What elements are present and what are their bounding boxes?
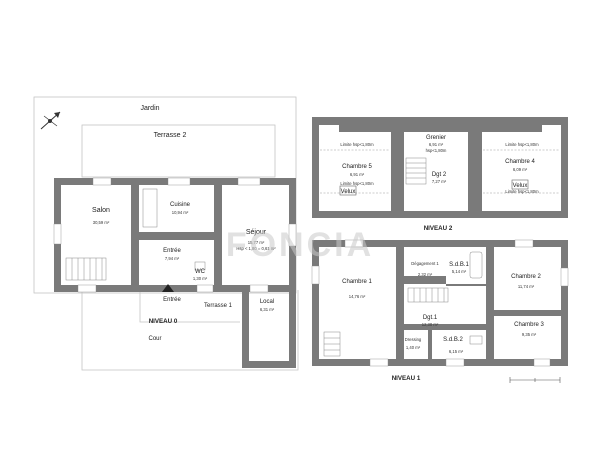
- sdb-2-area: 6,15 m²: [449, 349, 464, 354]
- grenier-name: Grenier: [426, 135, 446, 141]
- cour-outline: [81, 290, 299, 371]
- dgt-2-stairs: [405, 157, 427, 185]
- sdb-1-bathtub-icon: [469, 251, 483, 279]
- dressing-name: Dressing: [405, 337, 422, 342]
- sdb-2-basin-icon: [469, 335, 483, 345]
- dgt-1-name: Dgt.1: [423, 315, 438, 321]
- niveau-2-dormers: [319, 125, 561, 133]
- sejour-area: 15,77 m²: [248, 240, 265, 245]
- entrance-arrow-icon: [162, 284, 174, 292]
- velux-window-left: [339, 185, 357, 196]
- wc-name: WC: [195, 269, 206, 275]
- local-walls: [242, 292, 296, 368]
- cuisine-name: Cuisine: [170, 202, 191, 208]
- chambre-1-name: Chambre 1: [342, 279, 372, 285]
- chambre-2-name: Chambre 2: [511, 274, 541, 280]
- terrasse-1-outline: [139, 290, 240, 323]
- chambre-5-area: 6,91 m²: [350, 172, 365, 177]
- niveau-2-plan: Limite hsp<1,80m Chambre 5 6,91 m² Limit…: [312, 117, 568, 232]
- niveau-0-title: NIVEAU 0: [149, 318, 178, 325]
- sejour-note: Hsp < 1,80 = 0,61 m²: [236, 246, 276, 251]
- niveau-1-windows: [311, 239, 569, 367]
- cour-label: Cour: [148, 336, 161, 342]
- chambre-1-area: 14,76 m²: [349, 294, 366, 299]
- watermark-logo: FONCIA: [226, 226, 374, 264]
- entree-room-area: 7,94 m²: [165, 256, 180, 261]
- scale-bar: [509, 377, 561, 383]
- cuisine-area: 10,94 m²: [172, 210, 189, 215]
- salon-name: Salon: [92, 207, 110, 214]
- grenier-note: hsp<1,80m: [426, 148, 447, 153]
- velux-window-right: [511, 179, 529, 190]
- sdb-1-area: 5,14 m²: [452, 269, 467, 274]
- niveau-0-plan: Jardin Terrasse 2 Salon 30,59 m² Cuisine…: [33, 96, 299, 371]
- sejour-name: Séjour: [246, 229, 267, 236]
- grenier-area: 6,91 m²: [429, 142, 444, 147]
- velux-right-label: Velux: [513, 183, 528, 189]
- wc-area: 1,30 m²: [193, 276, 208, 281]
- chambre-5-limit-bottom: Limite hsp<1,80m: [340, 181, 374, 186]
- niveau-1-plan: Chambre 1 14,76 m² Dégagement 1 2,32 m² …: [311, 239, 569, 383]
- chambre-3-name: Chambre 3: [514, 322, 544, 328]
- sdb-1-name: S.d.B.1: [449, 262, 469, 268]
- degagement-1-area: 2,32 m²: [418, 272, 433, 277]
- wc-fixture-icon: [194, 261, 206, 271]
- niveau-1-stairs: [323, 287, 449, 357]
- chambre-4-area: 6,09 m²: [513, 167, 528, 172]
- chambre-3-area: 9,35 m²: [522, 332, 537, 337]
- compass-arrow-icon: [40, 111, 61, 130]
- local-area: 6,31 m²: [260, 307, 275, 312]
- chambre-2-area: 11,74 m²: [518, 284, 535, 289]
- entree-room-name: Entrée: [163, 248, 181, 254]
- dgt-1-area: 12,30 m²: [422, 322, 439, 327]
- salon-area: 30,59 m²: [93, 220, 110, 225]
- entree-door-label: Entrée: [163, 297, 181, 303]
- velux-left-label: Velux: [341, 189, 356, 195]
- local-name: Local: [260, 299, 274, 305]
- salon-stairs: [65, 257, 107, 281]
- degagement-1-name: Dégagement 1: [411, 261, 439, 266]
- niveau-1-title: NIVEAU 1: [392, 375, 421, 382]
- niveau-0-windows: [53, 177, 297, 293]
- sdb-2-name: S.d.B.2: [443, 337, 463, 343]
- chambre-4-limit-bottom: Limite hsp<1,80m: [505, 189, 539, 194]
- chambre-4-limit-top: Limite hsp<1,80m: [505, 142, 539, 147]
- dgt-2-area: 7,27 m²: [432, 179, 447, 184]
- dgt-2-name: Dgt 2: [432, 172, 447, 178]
- chambre-5-name: Chambre 5: [342, 164, 372, 170]
- chambre-5-limit-top: Limite hsp<1,80m: [340, 142, 374, 147]
- cuisine-counter: [142, 188, 158, 228]
- niveau-0-walls: [54, 178, 296, 292]
- terrasse-2-outline: [81, 124, 276, 178]
- jardin-label: Jardin: [140, 105, 159, 112]
- niveau-2-title: NIVEAU 2: [424, 225, 453, 232]
- dressing-area: 1,40 m²: [406, 345, 421, 350]
- terrasse-2-label: Terrasse 2: [154, 132, 187, 139]
- niveau-2-limits: [320, 149, 560, 194]
- chambre-4-name: Chambre 4: [505, 159, 535, 165]
- terrasse-1-label: Terrasse 1: [204, 303, 233, 309]
